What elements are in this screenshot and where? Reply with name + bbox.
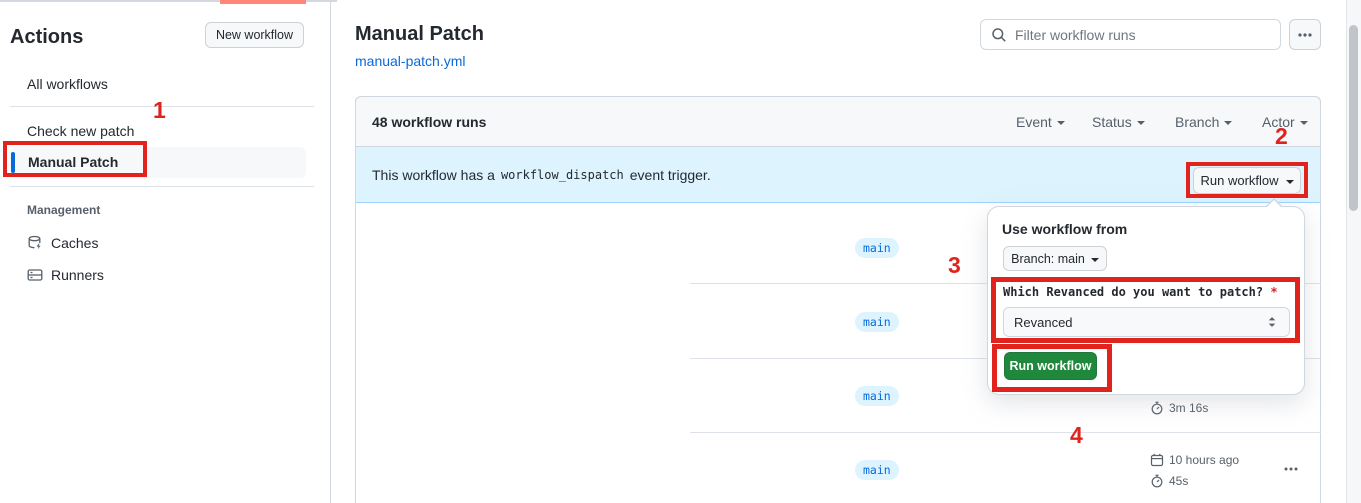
filter-workflow-runs-input[interactable] — [1015, 26, 1270, 43]
branch-filter-dropdown[interactable]: Branch — [1175, 114, 1233, 130]
run-workflow-dropdown-button[interactable]: Run workflow — [1193, 167, 1301, 194]
button-label: Branch: main — [1011, 251, 1085, 266]
branch-badge[interactable]: main — [855, 386, 899, 406]
workflow-dispatch-banner: This workflow has a workflow_dispatch ev… — [356, 147, 1320, 203]
run-duration: 3m 16s — [1150, 401, 1208, 415]
dialog-caret — [1267, 200, 1281, 207]
revanced-select[interactable]: Revanced — [1003, 307, 1290, 337]
management-section-header: Management — [27, 203, 101, 217]
branch-badge[interactable]: main — [855, 312, 899, 332]
caret-down-icon — [1090, 257, 1099, 262]
search-icon — [991, 27, 1007, 43]
workflow-options-button[interactable] — [1289, 19, 1321, 50]
input-label-text: Which Revanced do you want to patch? — [1003, 285, 1264, 299]
button-label: Run workflow — [1200, 173, 1279, 188]
sidebar-item-runners[interactable]: Runners — [27, 267, 104, 283]
runs-count-label: 48 workflow runs — [372, 113, 487, 130]
filter-label: Branch — [1175, 114, 1220, 130]
sidebar-divider-line — [10, 106, 314, 107]
sidebar-item-label: Caches — [51, 235, 99, 251]
runs-table-header: 48 workflow runs — [355, 96, 1321, 147]
sidebar-divider-line — [10, 186, 314, 187]
database-icon — [27, 235, 43, 251]
sidebar-title: Actions — [10, 26, 84, 48]
annotation-number-1: 1 — [153, 97, 166, 123]
selected-indicator-bar — [11, 152, 15, 173]
sidebar-item-label: Runners — [51, 267, 104, 283]
workflow-file-link[interactable]: manual-patch.yml — [355, 53, 466, 69]
duration-label: 3m 16s — [1169, 401, 1209, 415]
run-date: 10 hours ago — [1150, 453, 1239, 467]
kebab-horizontal-icon — [1297, 27, 1313, 43]
server-icon — [27, 267, 43, 283]
page-title: Manual Patch — [355, 23, 484, 45]
caret-down-icon — [1056, 121, 1065, 125]
stopwatch-icon — [1150, 401, 1164, 415]
annotation-top-bar — [220, 0, 306, 4]
caret-down-icon — [1285, 179, 1294, 184]
banner-text: This workflow has a — [372, 166, 495, 183]
event-filter-dropdown[interactable]: Event — [1016, 114, 1065, 130]
filter-label: Status — [1092, 114, 1132, 130]
date-label: 10 hours ago — [1169, 453, 1240, 467]
sidebar-item-manual-patch[interactable]: Manual Patch — [10, 147, 306, 178]
run-duration: 45s — [1150, 474, 1188, 488]
filter-label: Event — [1016, 114, 1052, 130]
sidebar-item-check-new-patch[interactable]: Check new patch — [27, 123, 135, 139]
actor-filter-dropdown[interactable]: Actor — [1262, 114, 1308, 130]
select-updown-icon — [1265, 315, 1279, 329]
required-marker: * — [1270, 285, 1278, 299]
filter-label: Actor — [1262, 114, 1295, 130]
top-border-line — [0, 0, 337, 2]
filter-workflow-runs-box — [980, 19, 1281, 50]
banner-text: event trigger. — [629, 166, 711, 183]
scrollbar-thumb[interactable] — [1349, 25, 1358, 211]
dialog-title: Use workflow from — [1002, 221, 1128, 237]
calendar-icon — [1150, 453, 1164, 467]
branch-selector-button[interactable]: Branch: main — [1003, 246, 1107, 271]
caret-down-icon — [1224, 121, 1233, 125]
stopwatch-icon — [1150, 474, 1164, 488]
new-workflow-button[interactable]: New workflow — [205, 22, 304, 48]
caret-down-icon — [1136, 121, 1145, 125]
sidebar-item-caches[interactable]: Caches — [27, 235, 98, 251]
branch-badge[interactable]: main — [855, 460, 899, 480]
sidebar-divider — [330, 0, 331, 503]
sidebar-item-all-workflows[interactable]: All workflows — [27, 76, 108, 92]
run-workflow-submit-button[interactable]: Run workflow — [1004, 352, 1097, 380]
caret-down-icon — [1299, 121, 1308, 125]
branch-badge[interactable]: main — [855, 238, 899, 258]
sidebar-item-label: Manual Patch — [28, 154, 119, 170]
banner-code: workflow_dispatch — [500, 167, 624, 182]
status-filter-dropdown[interactable]: Status — [1092, 114, 1145, 130]
duration-label: 45s — [1169, 474, 1189, 488]
workflow-input-label: Which Revanced do you want to patch? * — [1003, 285, 1278, 299]
select-value: Revanced — [1014, 314, 1073, 330]
row-divider — [690, 432, 1321, 433]
run-menu-button[interactable] — [1283, 461, 1299, 482]
